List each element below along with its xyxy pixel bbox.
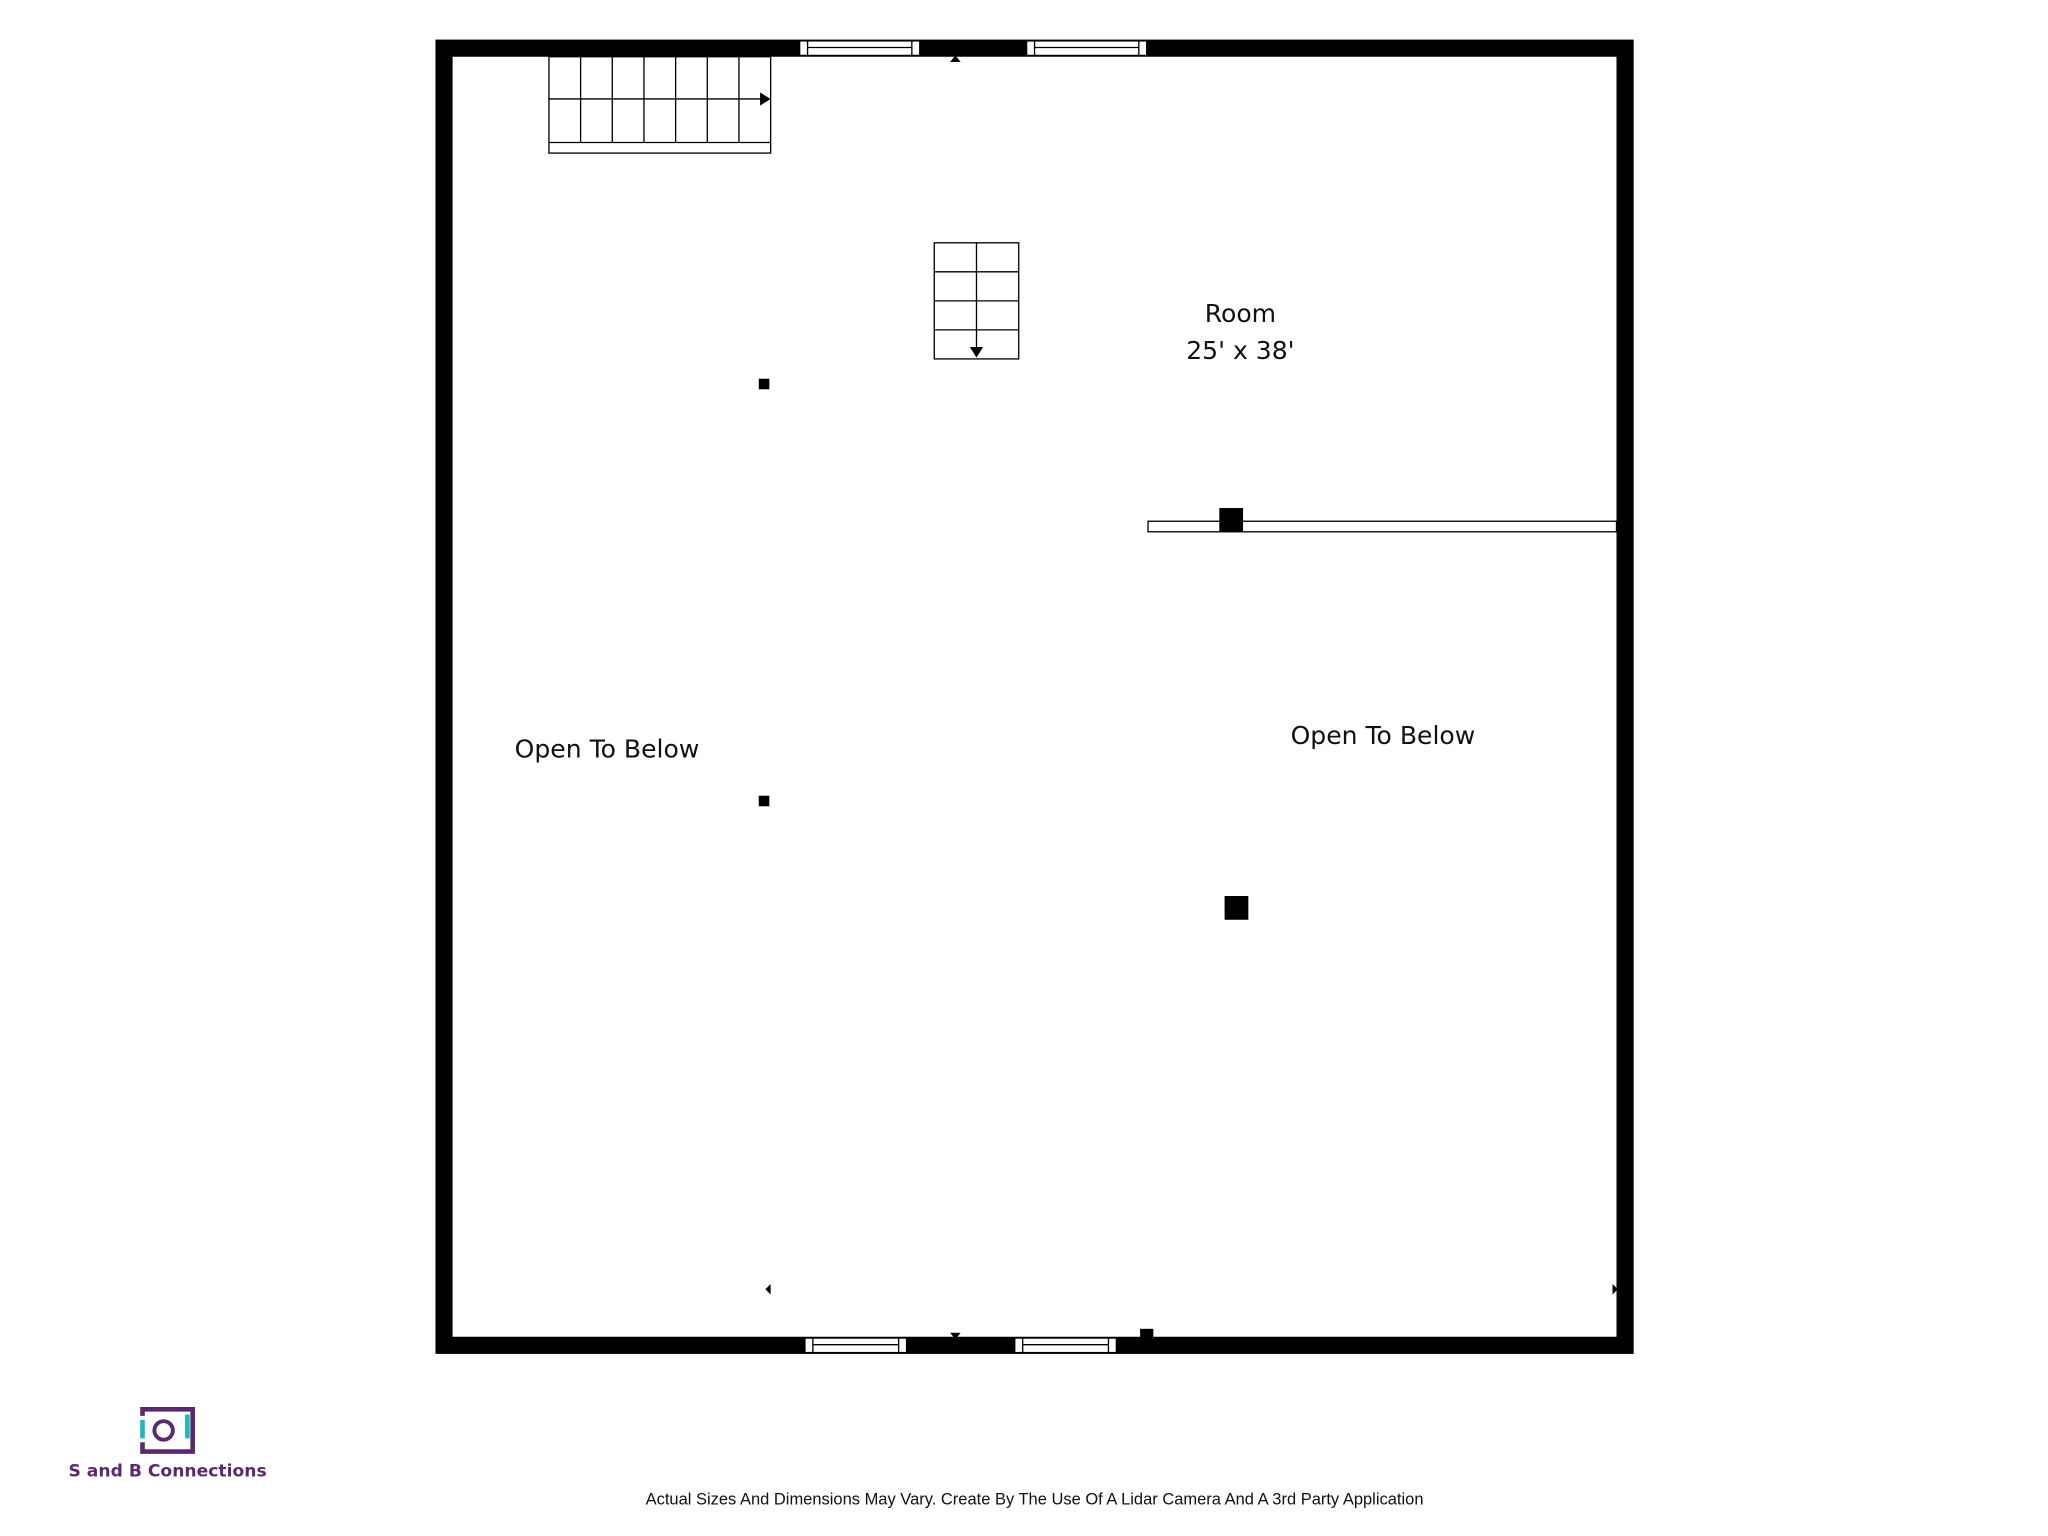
door-marker-top bbox=[950, 55, 961, 63]
staircase-top-left bbox=[548, 56, 772, 154]
door-marker-bottom bbox=[950, 1332, 961, 1340]
camera-icon bbox=[140, 1407, 195, 1454]
column bbox=[1219, 508, 1244, 532]
interior-railing bbox=[1147, 520, 1618, 533]
marker-right bbox=[1612, 1283, 1618, 1295]
column bbox=[1224, 896, 1249, 920]
open-to-below-left: Open To Below bbox=[515, 734, 700, 763]
company-logo: S and B Connections bbox=[69, 1407, 267, 1482]
exterior-walls bbox=[435, 39, 1634, 1354]
window-bottom-right bbox=[1014, 1337, 1118, 1354]
post bbox=[758, 378, 770, 390]
logo-text: S and B Connections bbox=[69, 1462, 267, 1482]
marker-left bbox=[765, 1283, 771, 1295]
room-dimensions: 25' x 38' bbox=[1186, 336, 1294, 365]
disclaimer: Actual Sizes And Dimensions May Vary. Cr… bbox=[646, 1490, 1424, 1508]
post-bottom bbox=[1140, 1328, 1154, 1339]
open-to-below-right: Open To Below bbox=[1291, 721, 1476, 750]
staircase-center bbox=[933, 242, 1020, 360]
post bbox=[758, 795, 770, 807]
window-bottom-left bbox=[804, 1337, 908, 1354]
room-name: Room bbox=[1205, 299, 1276, 328]
window-top-left bbox=[799, 40, 921, 57]
window-top-right bbox=[1025, 40, 1148, 57]
